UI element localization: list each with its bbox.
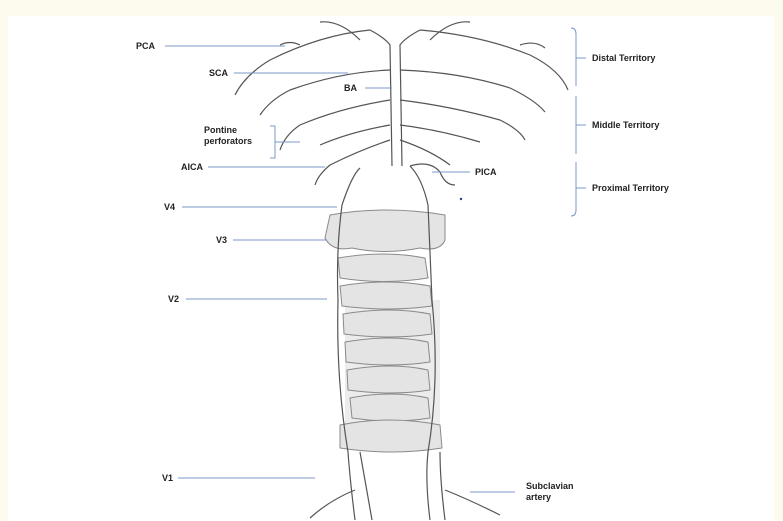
- label-ba: BA: [344, 83, 357, 94]
- dot-marker: [460, 198, 462, 200]
- label-v2: V2: [168, 294, 179, 305]
- label-v3: V3: [216, 235, 227, 246]
- label-aica: AICA: [181, 162, 203, 173]
- label-subclavian-artery: Subclavian artery: [526, 481, 581, 503]
- label-pica: PICA: [475, 167, 497, 178]
- label-pontine-perforators: Pontine perforators: [204, 125, 264, 147]
- label-v1: V1: [162, 473, 173, 484]
- label-proximal-territory: Proximal Territory: [592, 183, 669, 194]
- label-middle-territory: Middle Territory: [592, 120, 659, 131]
- label-distal-territory: Distal Territory: [592, 53, 655, 64]
- label-sca: SCA: [209, 68, 228, 79]
- label-v4: V4: [164, 202, 175, 213]
- label-pca: PCA: [136, 41, 155, 52]
